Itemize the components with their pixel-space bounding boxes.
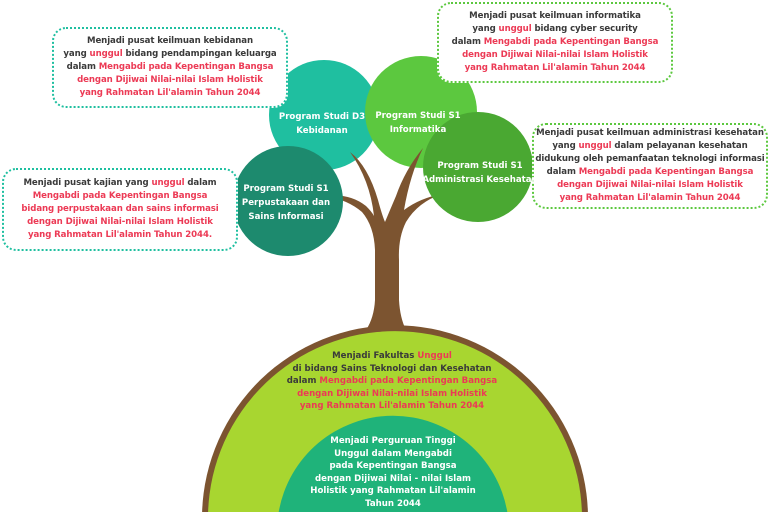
vision-text: dalam (451, 37, 484, 47)
program-name: Kebidanan (296, 126, 348, 136)
vision-line: Menjadi pusat keilmuan informatika (469, 10, 641, 23)
vision-box-informatika: Menjadi pusat keilmuan informatika yang u… (437, 2, 673, 83)
program-name-cont: Sains Informasi (248, 212, 324, 222)
highlighted-text: dengan Dijiwai Nilai-nilai Islam Holisti… (297, 388, 487, 399)
program-circle-administrasi (423, 112, 533, 222)
program-label-kebidanan: Program Studi D3 Kebidanan (279, 110, 365, 138)
highlighted-text: Mengabdi pada Kepentingan Bangsa (32, 191, 208, 201)
vision-text: yang (472, 24, 499, 34)
vision-line: dengan Dijiwai Nilai-nilai Islam Holisti… (462, 49, 648, 62)
vision-line: dengan Dijiwai Nilai-nilai Islam Holisti… (77, 74, 263, 87)
vision-text: Menjadi pusat kajian yang (23, 178, 152, 188)
vision-line: pada Kepentingan Bangsa (329, 461, 457, 471)
program-name: Perpustakaan dan (241, 198, 331, 208)
tree-trunk (326, 148, 442, 330)
highlighted-text: unggul (151, 178, 185, 188)
vision-text: di bidang Sains Teknologi dan Kesehatan (292, 363, 492, 374)
vision-text: dalam (286, 376, 320, 386)
vision-line: yang unggul bidang cyber security (472, 23, 637, 36)
vision-text: yang (552, 141, 579, 151)
vision-line: yang Rahmatan Lil'alamin Tahun 2044 (560, 192, 741, 205)
highlighted-text: yang Rahmatan Lil'alamin Tahun 2044 (299, 401, 485, 411)
vision-box-kebidanan: Menjadi pusat keilmuan kebidanan yang ung… (52, 27, 288, 108)
vision-line: dalam Mengabdi pada Kepentingan Bangsa (547, 166, 754, 179)
highlighted-text: yang Rahmatan Lil'alamin Tahun 2044 (559, 193, 741, 203)
program-circle-kebidanan (269, 60, 379, 170)
program-label-informatika: Program Studi S1 Informatika (375, 109, 460, 137)
highlighted-text: yang Rahmatan Lil'alamin Tahun 2044 (464, 63, 646, 73)
highlighted-text: Mengabdi pada Kepentingan Bangsa (98, 62, 274, 72)
vision-line: dalam Mengabdi pada Kepentingan Bangsa (67, 61, 274, 74)
highlighted-text: unggul (89, 49, 123, 59)
vision-text: didukung oleh pemanfaatan teknologi info… (535, 154, 765, 164)
vision-text: Menjadi pusat keilmuan administrasi kese… (536, 128, 764, 138)
highlighted-text: unggul (578, 141, 612, 151)
vision-text: dalam (546, 167, 579, 177)
vision-line: dengan Dijiwai Nilai-nilai Islam Holisti… (287, 388, 497, 401)
vision-line: yang unggul bidang pendampingan keluarga (63, 48, 276, 61)
vision-line: Tahun 2044 (365, 498, 421, 509)
program-name: Administrasi Kesehatan (422, 175, 538, 185)
program-title: Program Studi D3 (278, 112, 366, 122)
vision-box-administrasi: Menjadi pusat keilmuan administrasi kese… (532, 123, 768, 209)
vision-line: yang Rahmatan Lil'alamin Tahun 2044. (28, 229, 212, 242)
highlighted-text: Mengabdi pada Kepentingan Bangsa (578, 167, 754, 177)
vision-line: dengan Dijiwai Nilai-nilai Islam Holisti… (557, 179, 743, 192)
program-label-perpustakaan: Program Studi S1 Perpustakaan dan Sains … (242, 182, 330, 224)
highlighted-text: Mengabdi pada Kepentingan Bangsa (483, 37, 659, 47)
vision-line: yang unggul dalam pelayanan kesehatan (552, 140, 747, 153)
vision-line: Holistik yang Rahmatan Lil'alamin (310, 486, 476, 496)
vision-text: yang (63, 49, 90, 59)
program-title: Program Studi S1 (243, 184, 329, 194)
vision-line: dalam Mengabdi pada Kepentingan Bangsa (287, 375, 497, 388)
vision-text: dalam (66, 62, 99, 72)
vision-text: bidang cyber security (531, 24, 638, 34)
program-label-administrasi: Program Studi S1 Administrasi Kesehatan (422, 159, 537, 187)
vision-text: Menjadi pusat keilmuan informatika (469, 11, 641, 21)
highlighted-text: dengan Dijiwai Nilai-nilai Islam Holisti… (77, 75, 263, 85)
program-title: Program Studi S1 (375, 111, 461, 121)
vision-line: Unggul dalam Mengabdi (334, 448, 452, 459)
vision-line: Menjadi Perguruan Tinggi (330, 436, 456, 446)
vision-line: Menjadi pusat kajian yang unggul dalam (23, 177, 216, 190)
highlighted-text: dengan Dijiwai Nilai-nilai Islam Holisti… (462, 50, 648, 60)
university-vision: Menjadi Perguruan Tinggi Unggul dalam Me… (310, 435, 475, 510)
vision-line: dalam Mengabdi pada Kepentingan Bangsa (452, 36, 659, 49)
vision-line: dengan Dijiwai Nilai - nilai Islam (315, 473, 471, 484)
vision-line: Menjadi pusat keilmuan administrasi kese… (536, 127, 764, 140)
vision-line: bidang perpustakaan dan sains informasi (21, 203, 218, 216)
vision-text: dalam pelayanan kesehatan (611, 141, 748, 151)
highlighted-text: bidang perpustakaan dan sains informasi (21, 204, 219, 214)
program-circle-perpustakaan (233, 146, 343, 256)
vision-line: Menjadi Fakultas Unggul (287, 350, 497, 363)
program-name: Informatika (389, 125, 447, 135)
vision-line: yang Rahmatan Lil'alamin Tahun 2044 (80, 87, 261, 100)
highlighted-text: dengan Dijiwai Nilai-nilai Islam Holisti… (557, 180, 743, 190)
highlighted-text: yang Rahmatan Lil'alamin Tahun 2044. (27, 230, 212, 240)
highlighted-text: Unggul (417, 351, 452, 361)
vision-text: bidang pendampingan keluarga (122, 49, 277, 59)
vision-line: di bidang Sains Teknologi dan Kesehatan (287, 363, 497, 376)
vision-text: dalam (184, 178, 217, 188)
vision-line: yang Rahmatan Lil'alamin Tahun 2044 (465, 62, 646, 75)
vision-text: Menjadi Fakultas (332, 351, 418, 361)
highlighted-text: Mengabdi pada Kepentingan Bangsa (319, 376, 498, 386)
vision-line: yang Rahmatan Lil'alamin Tahun 2044 (287, 400, 497, 413)
vision-line: dengan Dijiwai Nilai-nilai Islam Holisti… (27, 216, 213, 229)
program-title: Program Studi S1 (437, 161, 523, 171)
vision-text: Menjadi pusat keilmuan kebidanan (87, 36, 253, 46)
university-core (278, 415, 508, 512)
vision-line: didukung oleh pemanfaatan teknologi info… (535, 153, 764, 166)
highlighted-text: unggul (498, 24, 532, 34)
highlighted-text: dengan Dijiwai Nilai-nilai Islam Holisti… (27, 217, 213, 227)
vision-line: Mengabdi pada Kepentingan Bangsa (33, 190, 208, 203)
vision-line: Menjadi pusat keilmuan kebidanan (87, 35, 253, 48)
highlighted-text: yang Rahmatan Lil'alamin Tahun 2044 (79, 88, 261, 98)
